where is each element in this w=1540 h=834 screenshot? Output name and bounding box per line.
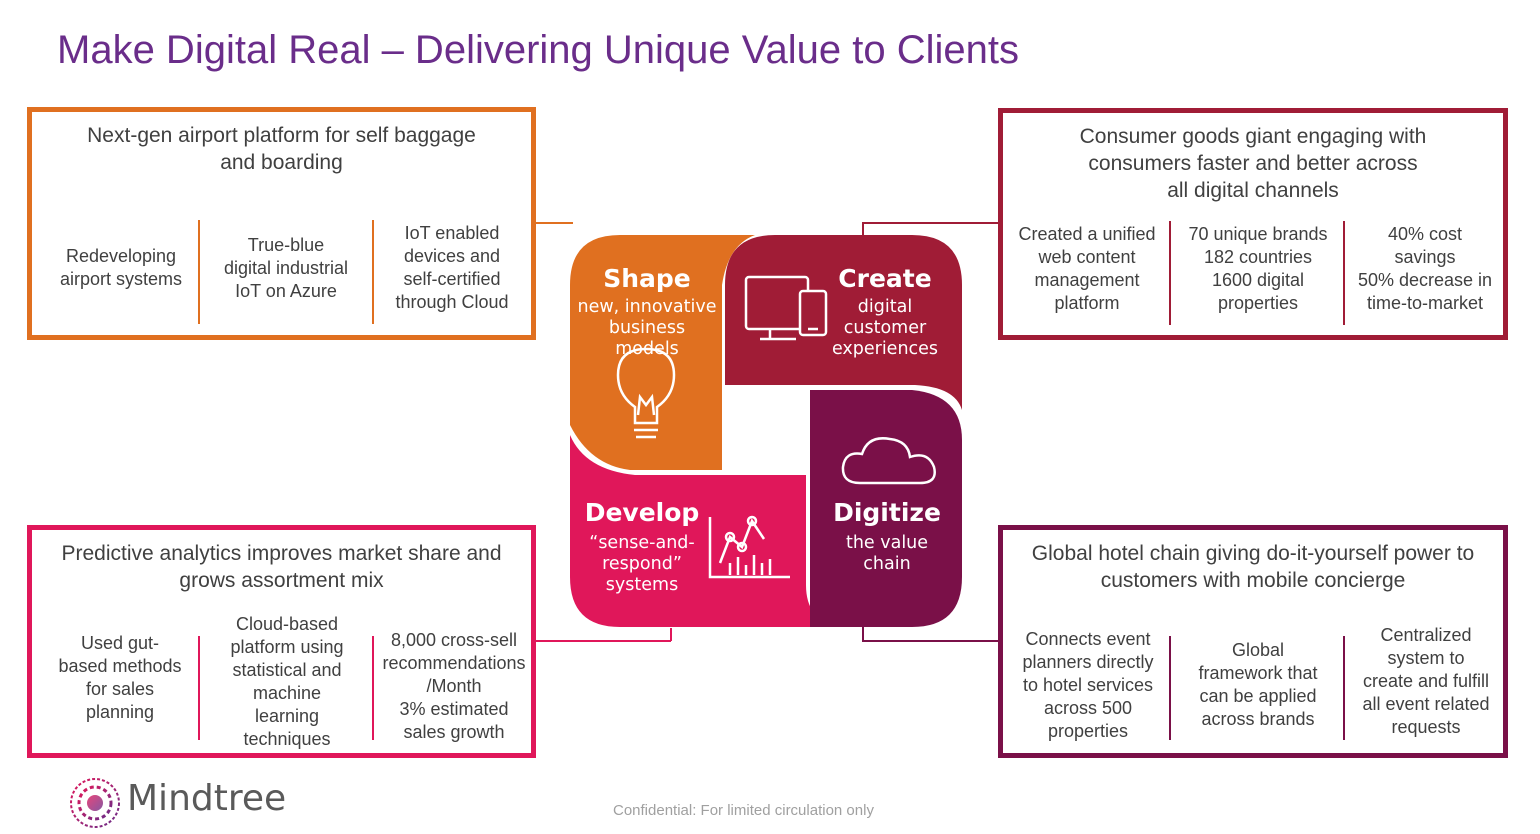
mindtree-logo-icon bbox=[70, 778, 120, 828]
devices-icon bbox=[744, 275, 828, 341]
connector-hotel bbox=[862, 640, 1000, 642]
divider bbox=[1169, 636, 1171, 740]
connector-analytics bbox=[533, 640, 671, 642]
quadrant-digitize-bg bbox=[810, 390, 962, 627]
case-card-consumer: Consumer goods giant engaging with consu… bbox=[998, 108, 1508, 340]
case-item: 70 unique brands 182 countries 1600 digi… bbox=[1188, 224, 1328, 313]
case-item: 40% cost savings 50% decrease in time-to… bbox=[1357, 224, 1493, 313]
page-title: Make Digital Real – Delivering Unique Va… bbox=[57, 28, 1019, 72]
quadrant-subtitle: new, innovative business models bbox=[577, 297, 717, 359]
case-item: Centralized system to create and fulfill… bbox=[1362, 624, 1490, 737]
connector-consumer bbox=[862, 222, 1000, 224]
case-item: Used gut- based methods for sales planni… bbox=[58, 633, 182, 722]
divider bbox=[372, 220, 374, 324]
case-item: Cloud-based platform using statistical a… bbox=[230, 614, 344, 749]
quadrant-subtitle: “sense-and- respond” systems bbox=[589, 533, 695, 595]
case-heading: Global hotel chain giving do-it-yourself… bbox=[1031, 542, 1475, 592]
case-item: Created a unified web content management… bbox=[1018, 224, 1156, 313]
connector-analytics-v bbox=[670, 628, 672, 641]
case-item: True-blue digital industrial IoT on Azur… bbox=[223, 234, 349, 301]
case-item: Redeveloping airport systems bbox=[59, 246, 183, 289]
quadrant-develop-bg bbox=[570, 435, 838, 627]
case-card-analytics: Predictive analytics improves market sha… bbox=[27, 525, 536, 758]
lightbulb-icon bbox=[616, 347, 676, 439]
quadrant-create: Create digital customer experiences bbox=[820, 264, 950, 360]
quadrant-title: Create bbox=[838, 264, 932, 293]
quadrant-digitize: Digitize the value chain bbox=[826, 498, 948, 575]
case-heading: Predictive analytics improves market sha… bbox=[61, 542, 502, 592]
quadrant-develop: Develop “sense-and- respond” systems bbox=[576, 498, 708, 596]
case-card-hotel: Global hotel chain giving do-it-yourself… bbox=[998, 525, 1508, 758]
case-heading: Next-gen airport platform for self bagga… bbox=[87, 124, 476, 174]
divider bbox=[198, 220, 200, 324]
quadrant-graphic bbox=[570, 235, 962, 627]
divider bbox=[1343, 636, 1345, 740]
quadrant-title: Shape bbox=[603, 264, 691, 293]
connector-airport bbox=[533, 222, 573, 224]
case-item: Connects event planners directly to hote… bbox=[1022, 628, 1154, 741]
divider bbox=[1169, 221, 1171, 325]
case-item: Global framework that can be applied acr… bbox=[1198, 640, 1318, 729]
quadrant-title: Develop bbox=[584, 498, 700, 527]
quadrant-shape: Shape new, innovative business models bbox=[576, 264, 718, 360]
case-card-airport: Next-gen airport platform for self bagga… bbox=[27, 107, 536, 340]
connector-hotel-v bbox=[862, 626, 864, 641]
quadrant-create-bg bbox=[725, 235, 962, 410]
divider bbox=[372, 636, 374, 740]
cloud-icon bbox=[841, 437, 936, 485]
divider bbox=[198, 636, 200, 740]
case-item: IoT enabled devices and self-certified t… bbox=[395, 223, 509, 312]
case-item: 8,000 cross-sell recommendations /Month … bbox=[382, 629, 526, 742]
logo-text: Mindtree bbox=[127, 778, 287, 819]
confidential-footer: Confidential: For limited circulation on… bbox=[613, 802, 874, 819]
divider bbox=[1343, 221, 1345, 325]
case-heading: Consumer goods giant engaging with consu… bbox=[1079, 125, 1427, 202]
quadrant-subtitle: digital customer experiences bbox=[831, 297, 939, 359]
quadrant-subtitle: the value chain bbox=[845, 533, 929, 574]
analytics-chart-icon bbox=[708, 515, 790, 579]
quadrant-title: Digitize bbox=[833, 498, 941, 527]
connector-consumer-v bbox=[862, 222, 864, 236]
